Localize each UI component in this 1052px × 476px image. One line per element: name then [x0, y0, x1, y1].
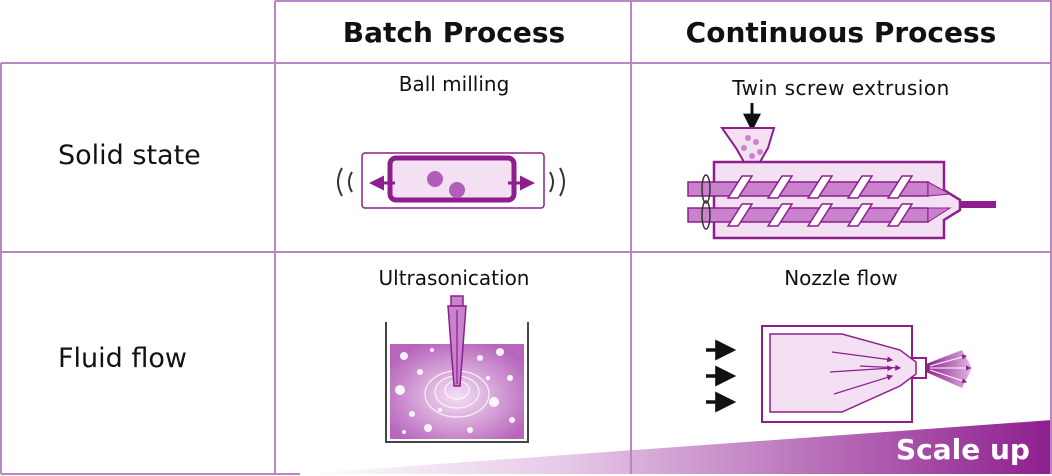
- mill-ball: [427, 171, 443, 187]
- mill-ball: [449, 182, 465, 198]
- cell-title-twin-screw-extrusion: Twin screw extrusion: [732, 76, 950, 100]
- cell-title-ultrasonication: Ultrasonication: [378, 266, 530, 290]
- column-header-continuous: Continuous Process: [685, 16, 997, 49]
- twin-screw-extruder-illustration: [687, 103, 996, 240]
- ultrasonication-illustration: [385, 295, 529, 443]
- row-header-solid-state: Solid state: [58, 140, 201, 171]
- row-header-fluid-flow: Fluid flow: [58, 343, 187, 374]
- ball-mill-illustration: [337, 152, 565, 209]
- scale-up-wedge: [300, 420, 1052, 474]
- scale-up-label: Scale up: [896, 433, 1030, 466]
- cell-title-nozzle-flow: Nozzle flow: [784, 266, 898, 290]
- nozzle-flow-illustration: [706, 325, 972, 423]
- column-header-batch: Batch Process: [342, 16, 566, 49]
- cell-title-ball-milling: Ball milling: [398, 72, 510, 96]
